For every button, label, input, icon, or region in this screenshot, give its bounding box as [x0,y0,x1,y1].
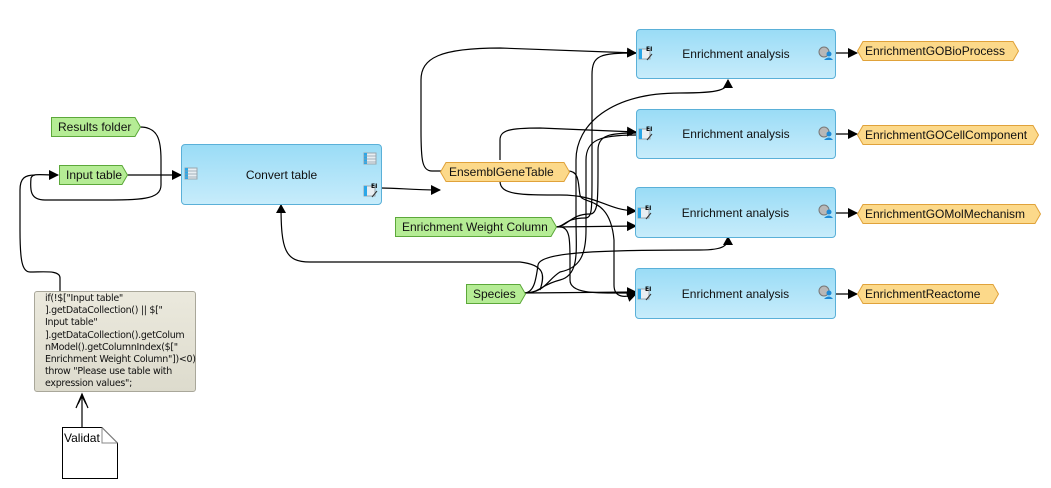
edge-convert-to-ensembl [380,184,441,195]
validation-script-note[interactable]: if(!$["Input table" ].getDataCollection(… [34,291,196,392]
edge-species-to-enrich1 [523,79,733,294]
param-label: Enrichment Weight Column [402,220,548,234]
param-label: EnsemblGeneTable [449,165,554,179]
param-shape [466,284,526,304]
edge-species-to-enrich3 [523,236,733,294]
edge-species-to-enrich2 [523,134,637,294]
table-port-icon [363,152,377,165]
param-label: Results folder [58,120,132,134]
output-go-cell-component[interactable]: EnrichmentGOCellComponent [857,125,1039,145]
param-label: EnrichmentGOMolMechanism [865,207,1026,221]
edge-ensembl-to-enrich1 [420,47,637,172]
ensembl-table-port-icon: EI [637,205,652,220]
param-shape [857,204,1041,224]
svg-text:EI: EI [645,286,651,293]
input-input-table[interactable]: Input table [59,165,128,185]
param-shape [857,125,1039,145]
edge-species-to-enrich4 [523,287,637,298]
output-go-mol-mechanism[interactable]: EnrichmentGOMolMechanism [857,204,1041,224]
edge-ensembl-to-enrich2 [499,126,637,160]
enrichment-result-icon [818,46,833,60]
node-label: Convert table [245,167,318,182]
param-shape [51,117,141,137]
intermediate-ensembl-gene-table[interactable]: EnsemblGeneTable [440,162,570,182]
validator-document-icon[interactable] [62,427,118,479]
node-convert-table[interactable]: Convert table EI [181,144,382,205]
edge-species-to-convert [276,204,544,291]
enrichment-result-icon [818,285,833,299]
param-shape [440,162,570,182]
param-shape [59,165,128,185]
validator-arrowhead [75,392,89,409]
input-results-folder[interactable]: Results folder [51,117,141,137]
node-enrichment-analysis-2[interactable]: EI Enrichment analysis [636,109,836,159]
node-enrichment-analysis-4[interactable]: EI Enrichment analysis [635,268,836,319]
ensembl-table-port-icon: EI [638,126,653,141]
param-shape [857,284,999,304]
node-enrichment-analysis-1[interactable]: EI Enrichment analysis [636,29,836,79]
param-shape [857,41,1019,61]
output-go-bio-process[interactable]: EnrichmentGOBioProcess [857,41,1019,61]
param-label: EnrichmentGOBioProcess [865,44,1006,58]
param-label: EnrichmentReactome [865,287,981,301]
edge-ensembl-to-enrich3 [499,180,637,216]
input-enrichment-weight-column[interactable]: Enrichment Weight Column [395,217,557,237]
edge-weight-to-enrich3 [554,221,637,232]
node-enrichment-analysis-3[interactable]: EI Enrichment analysis [635,187,836,238]
edge-results-folder [30,126,162,201]
input-species[interactable]: Species [466,284,526,304]
table-port-icon [184,167,198,180]
node-label: Enrichment analysis [682,127,790,141]
edge-ensembl-to-enrich4 [567,170,637,302]
svg-text:EI: EI [646,46,652,53]
ensembl-table-port-icon: EI [638,46,653,61]
validator-label: Validat [64,431,100,445]
svg-text:EI: EI [646,126,652,133]
param-label: EnrichmentGOCellComponent [865,128,1028,142]
node-label: Enrichment analysis [682,47,790,61]
node-label: Enrichment analysis [681,286,790,301]
node-label: Enrichment analysis [681,205,790,220]
edge-weight-to-enrich2 [554,132,637,228]
param-shape [395,217,557,237]
ensembl-table-port-icon: EI [637,286,652,301]
edge-note-to-input-table [19,174,61,291]
param-label: Input table [66,168,123,182]
edge-weight-to-enrich4 [559,226,637,294]
svg-text:EI: EI [645,205,651,212]
output-reactome[interactable]: EnrichmentReactome [857,284,999,304]
param-label: Species [473,287,516,301]
ensembl-table-port-icon: EI [363,183,378,198]
enrichment-result-icon [818,126,833,140]
enrichment-result-icon [818,204,833,218]
svg-text:EI: EI [371,183,377,190]
